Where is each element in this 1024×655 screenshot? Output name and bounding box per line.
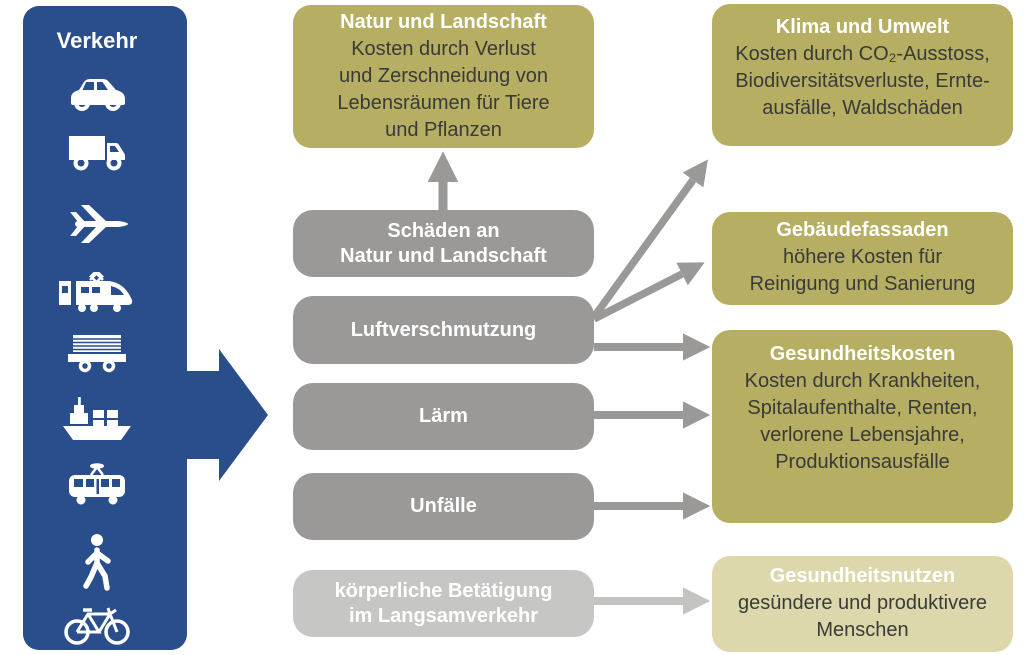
truck-icon <box>69 136 125 171</box>
source-box-luftverschmutzung: Luftverschmutzung <box>293 296 594 364</box>
effect-body: Kosten durch Krankheiten, Spitalaufentha… <box>744 370 981 473</box>
source-box-schaeden: Schäden an Natur und Landschaft <box>293 210 594 277</box>
verkehr-panel-title: Verkehr <box>56 28 138 53</box>
effect-body: höhere Kosten für Reinigung und Sanierun… <box>749 246 976 295</box>
effect-box-klima: Klima und Umwelt Kosten durch CO₂-Aussto… <box>712 4 1013 146</box>
source-label: Lärm <box>419 405 468 427</box>
arrow-luft-gebaeude <box>592 262 705 323</box>
effect-box-gebaeude: Gebäudefassaden höhere Kosten für Reinig… <box>712 212 1013 305</box>
effect-box-gesundheitsnutzen: Gesundheitsnutzen gesündere und produkti… <box>712 556 1013 652</box>
effect-body: Kosten durch Verlust und Zerschneidung v… <box>337 38 550 141</box>
tram-icon <box>69 463 125 505</box>
effect-box-gesundheitskosten: Gesundheitskosten Kosten durch Krankheit… <box>712 330 1013 523</box>
car-icon <box>71 79 125 111</box>
source-box-unfaelle: Unfälle <box>293 473 594 540</box>
effect-title: Natur und Landschaft <box>340 11 547 33</box>
source-box-laerm: Lärm <box>293 383 594 450</box>
source-label: körperliche Betätigung im Langsamverkehr <box>334 579 553 627</box>
source-label: Luftverschmutzung <box>350 318 537 341</box>
verkehr-arrow <box>186 349 268 481</box>
verkehr-panel: Verkehr <box>23 6 187 650</box>
bicycle-icon <box>64 607 130 645</box>
effect-title: Gesundheitsnutzen <box>769 565 956 587</box>
highspeed-train-icon <box>59 272 133 312</box>
effect-body: Kosten durch CO₂-Ausstoss, Biodiversität… <box>735 43 990 119</box>
cargo-ship-icon <box>63 397 131 440</box>
effect-title: Gesundheitskosten <box>769 343 956 365</box>
source-label: Schäden an Natur und Landschaft <box>340 219 547 267</box>
effect-box-natur: Natur und Landschaft Kosten durch Verlus… <box>293 5 594 148</box>
arrow-luft-klima <box>590 159 708 320</box>
freight-wagon-icon <box>68 335 126 373</box>
effect-title: Klima und Umwelt <box>775 16 950 38</box>
source-label: Unfälle <box>410 495 477 517</box>
pedestrian-icon <box>83 534 111 591</box>
airplane-icon <box>70 205 128 243</box>
source-box-betaetigung: körperliche Betätigung im Langsamverkehr <box>293 570 594 637</box>
effect-title: Gebäudefassaden <box>776 219 949 241</box>
effect-body: gesündere und produktivere Menschen <box>737 592 988 641</box>
